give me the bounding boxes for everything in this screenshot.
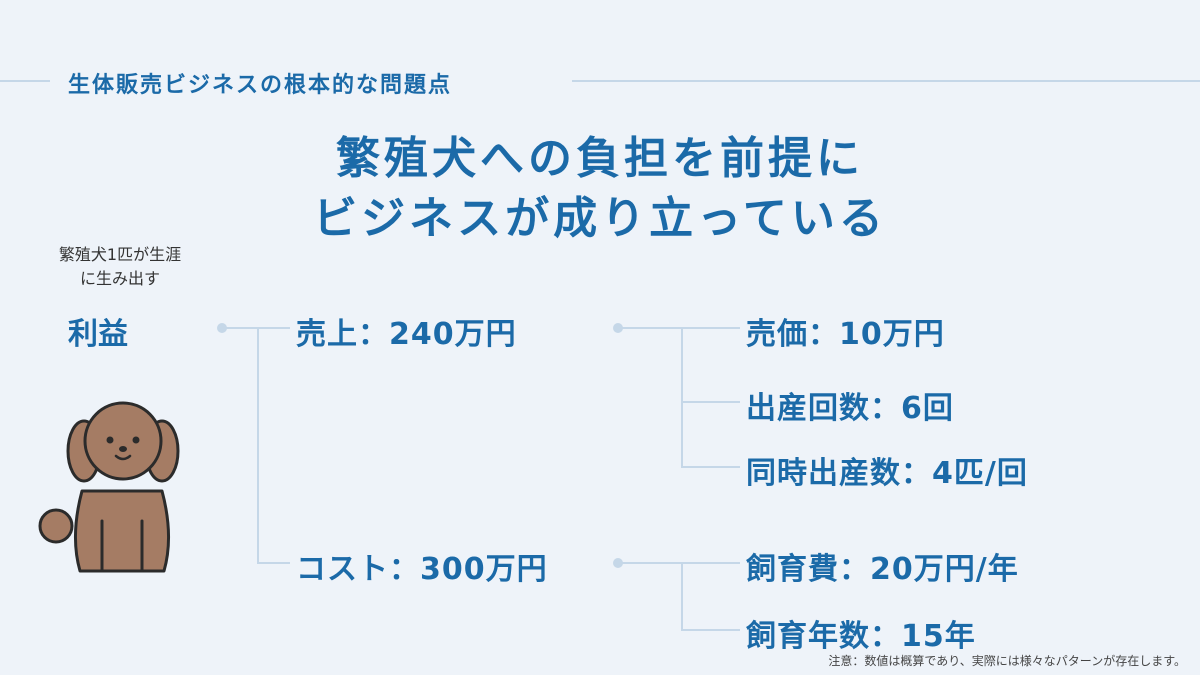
header-line-right xyxy=(572,80,1200,82)
dog-nose xyxy=(119,446,127,452)
dog-mouth xyxy=(114,454,132,461)
side-note-line-1: 繁殖犬1匹が生涯 xyxy=(58,245,182,264)
profit-label: 利益 xyxy=(68,317,128,352)
feed-label: 飼育費：20万円/年 xyxy=(746,552,1019,587)
dot-root xyxy=(217,323,227,333)
title-line-2: ビジネスが成り立っている xyxy=(313,193,887,244)
cost-label: コスト：300万円 xyxy=(296,552,548,587)
litter-label: 同時出産数：4匹/回 xyxy=(746,456,1028,491)
side-note-line-2: に生み出す xyxy=(79,269,160,288)
connector-cost xyxy=(618,562,740,631)
header-label: 生体販売ビジネスの根本的な問題点 xyxy=(68,73,453,98)
dot-sales xyxy=(613,323,623,333)
dog-illustration xyxy=(38,401,180,573)
dog-tail xyxy=(38,508,74,544)
footnote: 注意：数値は概算であり、実際には様々なパターンが存在します。 xyxy=(828,654,1186,668)
dog-eye-right xyxy=(132,436,140,444)
price-label: 売価：10万円 xyxy=(746,317,945,352)
births-label: 出産回数：6回 xyxy=(746,391,954,426)
connector-root xyxy=(222,327,290,564)
title-line-1: 繁殖犬への負担を前提に xyxy=(336,133,864,184)
dog-eye-left xyxy=(106,436,114,444)
years-label: 飼育年数：15年 xyxy=(746,619,976,654)
connector-sales xyxy=(618,327,740,468)
header-line-left xyxy=(0,80,50,82)
dot-cost xyxy=(613,558,623,568)
dog-head xyxy=(83,401,163,481)
sales-label: 売上：240万円 xyxy=(296,317,517,352)
dog-body xyxy=(74,489,170,573)
